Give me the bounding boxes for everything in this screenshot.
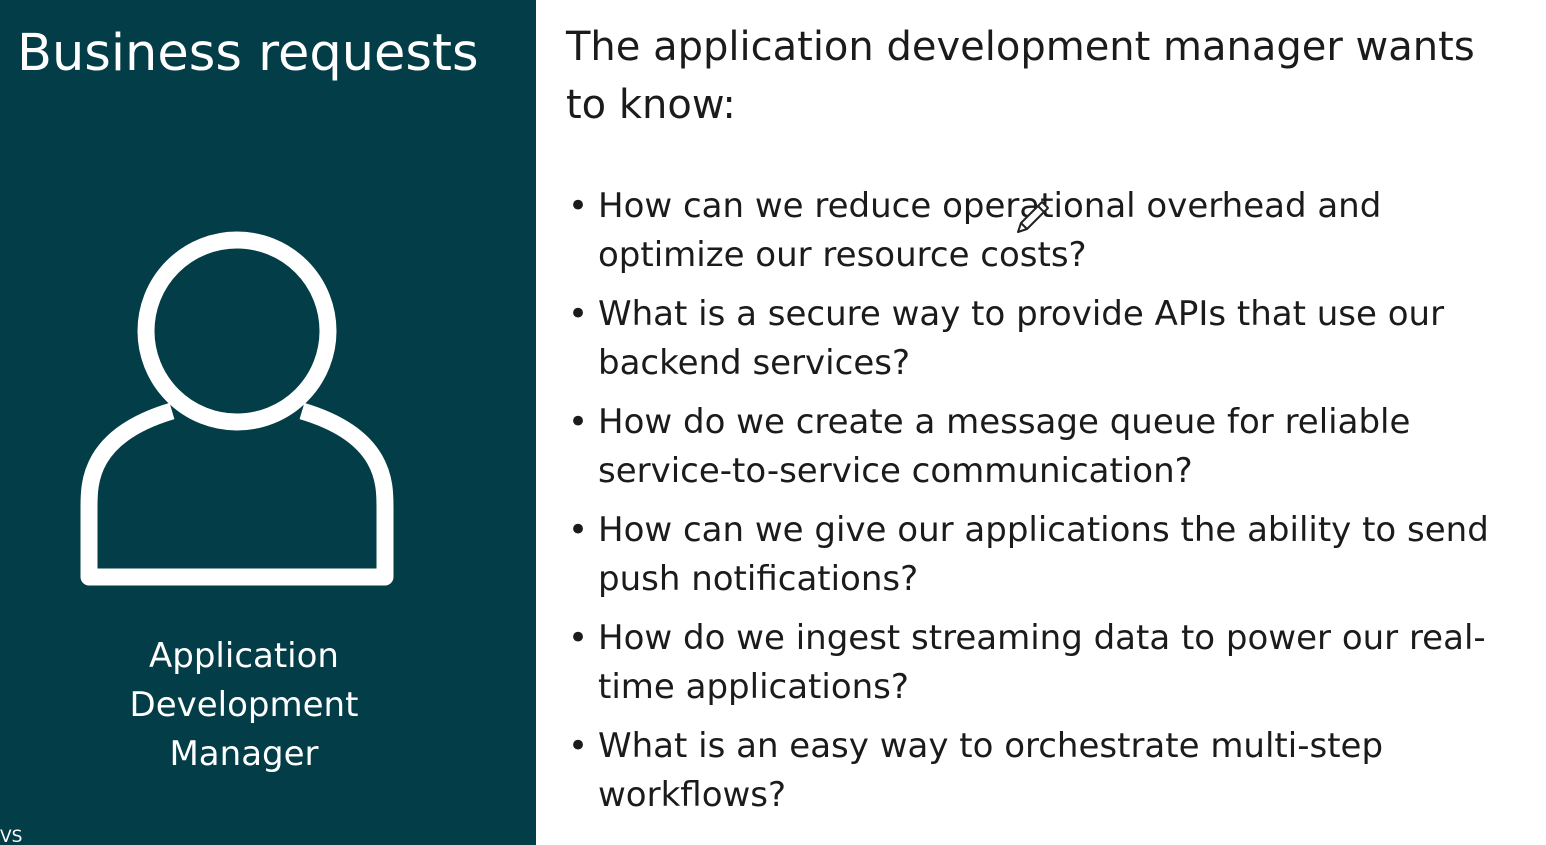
question-item-5: • How do we ingest streaming data to pow… bbox=[566, 614, 1536, 712]
bullet-icon: • bbox=[568, 294, 589, 334]
pen-cursor-icon bbox=[1017, 201, 1049, 233]
right-panel: The application development manager want… bbox=[536, 0, 1546, 845]
person-outline-icon bbox=[80, 231, 394, 586]
bullet-icon: • bbox=[568, 402, 589, 442]
persona-line-1: Application bbox=[149, 636, 339, 676]
question-text: What is an easy way to orchestrate multi… bbox=[598, 726, 1384, 815]
persona-line-3: Manager bbox=[169, 734, 319, 774]
question-text: How do we create a message queue for rel… bbox=[598, 402, 1411, 491]
left-panel: Business requests Application Developmen… bbox=[0, 0, 536, 845]
slide-title: Business requests bbox=[17, 24, 479, 83]
question-item-1: • How can we reduce operational overhead… bbox=[566, 182, 1536, 280]
question-item-4: • How can we give our applications the a… bbox=[566, 506, 1536, 604]
section-heading: The application development manager want… bbox=[566, 24, 1475, 128]
bullet-icon: • bbox=[568, 510, 589, 550]
question-text: How can we give our applications the abi… bbox=[598, 510, 1489, 599]
bullet-icon: • bbox=[568, 186, 589, 226]
question-list: • How can we reduce operational overhead… bbox=[566, 182, 1536, 830]
question-item-6: • What is an easy way to orchestrate mul… bbox=[566, 722, 1536, 820]
persona-line-2: Development bbox=[129, 685, 359, 725]
bullet-icon: • bbox=[568, 726, 589, 766]
question-text: How can we reduce operational overhead a… bbox=[598, 186, 1382, 275]
question-item-3: • How do we create a message queue for r… bbox=[566, 398, 1536, 496]
corner-text-fragment: VS bbox=[0, 827, 23, 845]
bullet-icon: • bbox=[568, 618, 589, 658]
question-text: How do we ingest streaming data to power… bbox=[598, 618, 1486, 707]
persona-label: Application Development Manager bbox=[90, 632, 398, 779]
question-text: What is a secure way to provide APIs tha… bbox=[598, 294, 1445, 383]
question-item-2: • What is a secure way to provide APIs t… bbox=[566, 290, 1536, 388]
